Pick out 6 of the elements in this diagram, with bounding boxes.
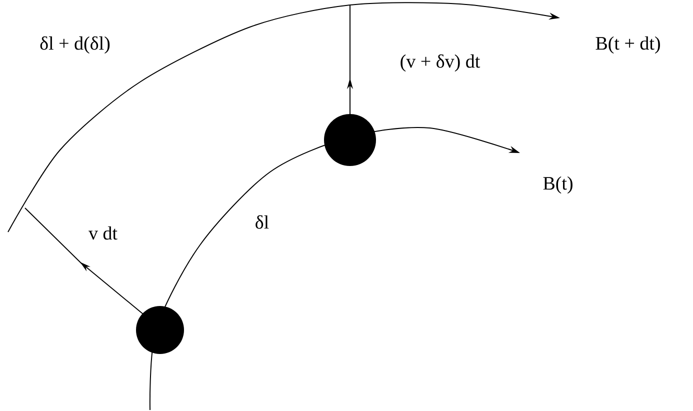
- curve-label: B(t): [543, 176, 572, 194]
- curve-label: B(t + dt): [596, 36, 660, 54]
- curve-label: δl: [256, 215, 269, 229]
- arrow-label: v dt: [88, 226, 118, 240]
- curve-label: δl + d(δl): [40, 36, 110, 54]
- arrow-label: (v + δv) dt: [400, 54, 480, 72]
